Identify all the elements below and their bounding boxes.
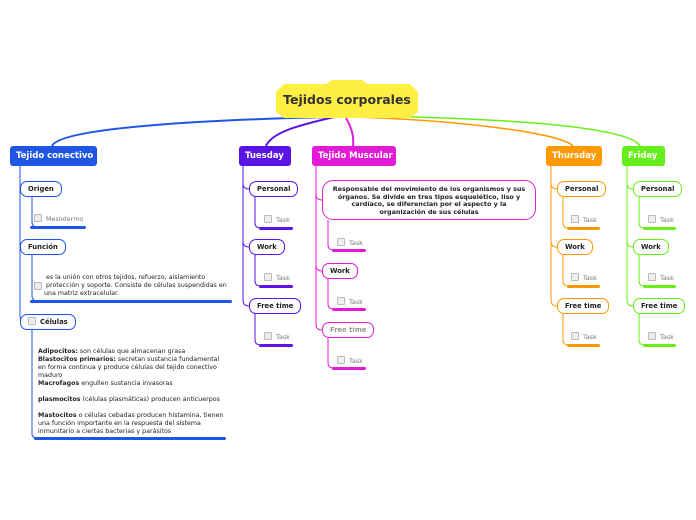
task-item[interactable]: Task (264, 215, 290, 224)
checkbox-icon[interactable] (337, 297, 345, 305)
subtopic-work[interactable]: Work (557, 239, 593, 255)
checkbox-icon[interactable] (264, 273, 272, 281)
subtopic-personal[interactable]: Personal (249, 181, 299, 197)
subtopic-free-time[interactable]: Free time (557, 298, 610, 314)
blastocitos-bold: Blastocitos primarios: (38, 356, 116, 363)
task-item[interactable]: Task (337, 297, 363, 306)
checkbox-icon[interactable] (337, 238, 345, 246)
underline-bar (643, 227, 676, 230)
checkbox-icon[interactable] (264, 215, 272, 223)
note-plasmocitos: plasmocitos (células plasmáticas) produc… (38, 396, 224, 404)
underline-bar (34, 437, 226, 440)
funcion-text: es la unión con otros tejidos, refuerzo,… (44, 274, 227, 297)
task-label: Task (276, 333, 290, 341)
task-label: Task (660, 274, 674, 282)
task-label: Task (276, 216, 290, 224)
subtopic-celulas[interactable]: Células (20, 314, 76, 330)
subtopic-work[interactable]: Work (633, 239, 669, 255)
subtopic-personal[interactable]: Personal (633, 181, 683, 197)
checkbox-icon[interactable] (337, 356, 345, 364)
subtopic-free-time[interactable]: Free time (249, 298, 302, 314)
underline-bar (30, 226, 86, 229)
task-item[interactable]: Task (571, 215, 597, 224)
task-item[interactable]: Task (264, 273, 290, 282)
checkbox-icon[interactable] (571, 332, 579, 340)
subtopic-personal[interactable]: Personal (557, 181, 607, 197)
underline-bar (332, 249, 366, 252)
checkbox-icon[interactable] (34, 282, 42, 290)
adipocitos-text: son células que almacenan grasa (77, 348, 186, 355)
note-adipocitos: Adipocitos: son células que almacenan gr… (38, 348, 224, 356)
task-label: Task (583, 333, 597, 341)
underline-bar (30, 300, 232, 303)
subtopic-free-time[interactable]: Free time (633, 298, 686, 314)
topic-tejido-muscular[interactable]: Tejido Muscular (312, 146, 396, 166)
checkbox-icon[interactable] (571, 273, 579, 281)
topic-tuesday[interactable]: Tuesday (239, 146, 291, 166)
checkbox-icon[interactable] (648, 215, 656, 223)
checkbox-icon[interactable] (571, 215, 579, 223)
subtopic-work[interactable]: Work (249, 239, 285, 255)
mesodermo-label: Mesodermo (46, 215, 84, 223)
blastocitos-text: secretan sustancia fundamental en forma … (38, 356, 220, 379)
plasmocitos-text: (células plasmáticas) producen anticuerp… (80, 396, 220, 403)
underline-bar (332, 367, 366, 370)
topic-thursday[interactable]: Thursday (546, 146, 602, 166)
task-label: Task (349, 239, 363, 247)
root-shape (276, 80, 418, 118)
plasmocitos-bold: plasmocitos (38, 396, 81, 403)
task-label: Task (583, 216, 597, 224)
root-title: Tejidos corporales (283, 92, 411, 107)
task-label: Task (583, 274, 597, 282)
note-mastocitos: Mastocitos o células cebadas producen hi… (38, 412, 224, 436)
subtopic-origen[interactable]: Origen (20, 181, 62, 197)
note-blastocitos: Blastocitos primarios: secretan sustanci… (38, 356, 224, 380)
task-label: Task (660, 333, 674, 341)
note-celulas[interactable]: Adipocitos: son células que almacenan gr… (38, 348, 224, 436)
mastocitos-text: o células cebadas producen histamina, ti… (38, 412, 224, 435)
task-label: Task (276, 274, 290, 282)
task-label: Task (349, 298, 363, 306)
checkbox-icon[interactable] (648, 273, 656, 281)
macrofagos-text: engullen sustancia invasoras (79, 380, 173, 387)
checkbox-icon[interactable] (264, 332, 272, 340)
task-item[interactable]: Task (571, 273, 597, 282)
topic-friday[interactable]: Friday (622, 146, 665, 166)
underline-bar (567, 227, 600, 230)
task-item[interactable]: Task (264, 332, 290, 341)
adipocitos-bold: Adipocitos: (38, 348, 78, 355)
task-label: Task (349, 357, 363, 365)
item-mesodermo[interactable]: Mesodermo (34, 214, 83, 223)
note-funcion[interactable]: es la unión con otros tejidos, refuerzo,… (34, 274, 228, 298)
task-item[interactable]: Task (648, 215, 674, 224)
underline-bar (567, 344, 600, 347)
checkbox-icon[interactable] (648, 332, 656, 340)
task-item[interactable]: Task (648, 332, 674, 341)
subtopic-muscular-description[interactable]: Responsable del movimiento de los organi… (322, 180, 536, 220)
subtopic-work[interactable]: Work (322, 263, 358, 279)
checkbox-icon[interactable] (34, 214, 42, 222)
checkbox-icon[interactable] (28, 317, 36, 325)
underline-bar (643, 344, 676, 347)
underline-bar (259, 285, 293, 288)
task-item[interactable]: Task (337, 356, 363, 365)
subtopic-free-time[interactable]: Free time (322, 322, 375, 338)
underline-bar (567, 285, 600, 288)
underline-bar (259, 227, 293, 230)
underline-bar (259, 344, 293, 347)
topic-tejido-conectivo[interactable]: Tejido conectivo (10, 146, 97, 166)
task-item[interactable]: Task (571, 332, 597, 341)
mastocitos-bold: Mastocitos (38, 412, 77, 419)
macrofagos-bold: Macrofagos (38, 380, 80, 387)
celulas-label: Células (40, 318, 68, 326)
task-item[interactable]: Task (648, 273, 674, 282)
task-item[interactable]: Task (337, 238, 363, 247)
underline-bar (643, 285, 676, 288)
subtopic-funcion[interactable]: Función (20, 239, 66, 255)
underline-bar (332, 308, 366, 311)
note-macrofagos: Macrofagos engullen sustancia invasoras (38, 380, 224, 388)
task-label: Task (660, 216, 674, 224)
root-node[interactable]: Tejidos corporales (276, 80, 418, 120)
